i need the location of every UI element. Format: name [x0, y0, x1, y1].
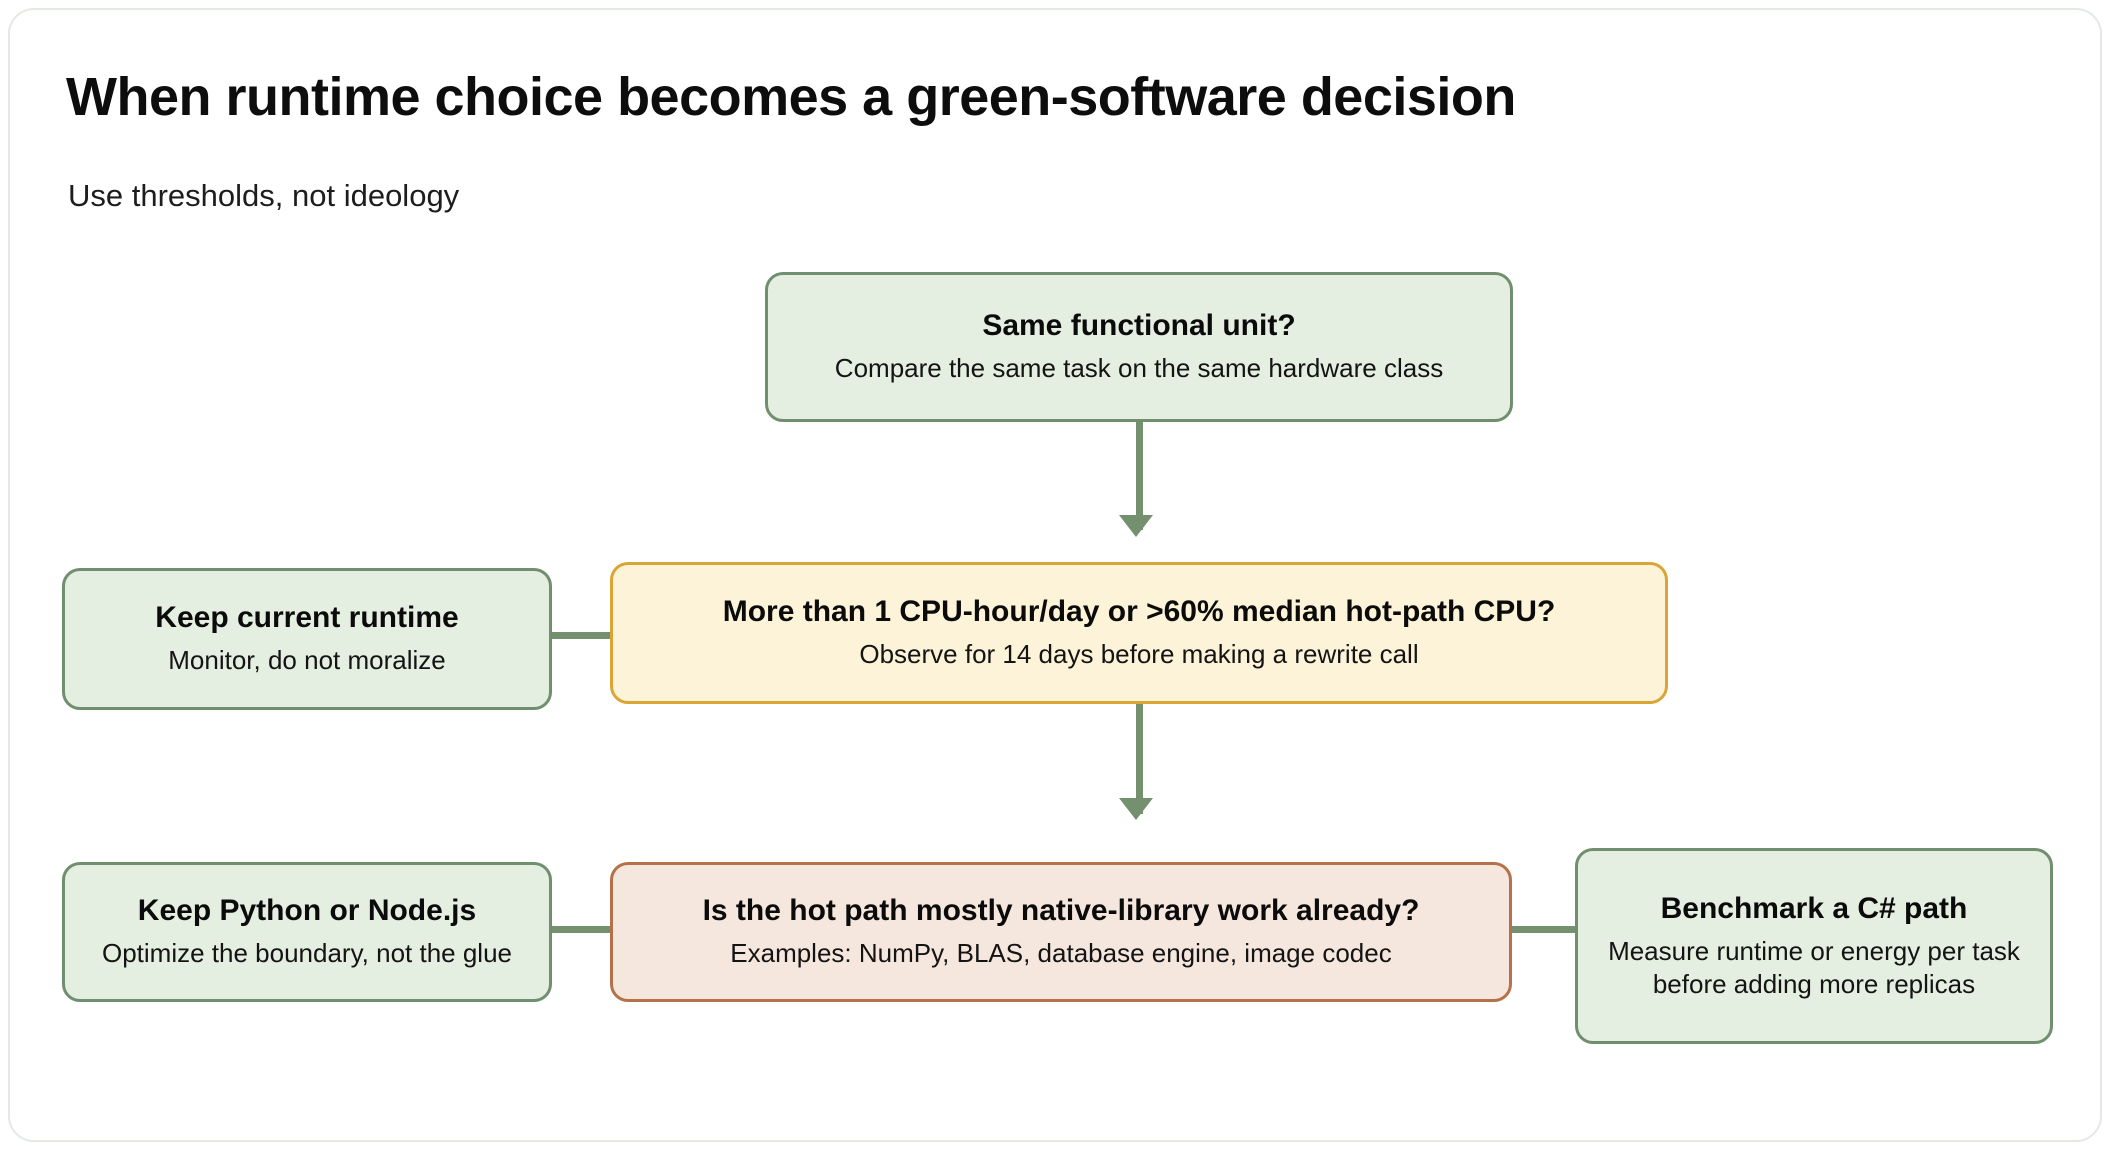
- edge-native-lib-to-keep-python-line: [552, 926, 613, 933]
- node-subtitle: Observe for 14 days before making a rewr…: [859, 639, 1419, 670]
- edge-same-unit-to-threshold-arrowhead: [1119, 515, 1153, 537]
- edge-native-lib-to-benchmark-line: [1509, 926, 1578, 933]
- edge-threshold-to-native-lib-arrowhead: [1119, 798, 1153, 820]
- edge-same-unit-to-threshold-line: [1136, 422, 1143, 530]
- node-benchmark-csharp-path[interactable]: Benchmark a C# path Measure runtime or e…: [1575, 848, 2053, 1044]
- node-subtitle: Measure runtime or energy per task befor…: [1608, 935, 2020, 999]
- node-subtitle: Compare the same task on the same hardwa…: [834, 353, 1444, 384]
- node-title: Benchmark a C# path: [1660, 891, 1968, 925]
- node-subtitle: Optimize the boundary, not the glue: [102, 938, 512, 969]
- page-title: When runtime choice becomes a green-soft…: [66, 67, 1516, 127]
- node-title: Keep current runtime: [155, 601, 459, 635]
- flowchart-canvas: Same functional unit? Compare the same t…: [10, 10, 2100, 1140]
- diagram-card: When runtime choice becomes a green-soft…: [8, 8, 2102, 1142]
- node-cpu-threshold[interactable]: More than 1 CPU-hour/day or >60% median …: [610, 562, 1668, 704]
- node-keep-python-or-nodejs[interactable]: Keep Python or Node.js Optimize the boun…: [62, 862, 552, 1002]
- node-subtitle: Examples: NumPy, BLAS, database engine, …: [730, 938, 1392, 969]
- edge-threshold-to-keep-runtime-line: [552, 632, 613, 639]
- edge-threshold-to-native-lib-line: [1136, 704, 1143, 814]
- node-title: Keep Python or Node.js: [137, 894, 477, 928]
- node-keep-current-runtime[interactable]: Keep current runtime Monitor, do not mor…: [62, 568, 552, 710]
- node-title: Same functional unit?: [982, 309, 1296, 343]
- page-subtitle: Use thresholds, not ideology: [68, 178, 460, 213]
- node-native-library-hot-path[interactable]: Is the hot path mostly native-library wo…: [610, 862, 1512, 1002]
- node-subtitle: Monitor, do not moralize: [168, 645, 446, 676]
- node-same-functional-unit[interactable]: Same functional unit? Compare the same t…: [765, 272, 1513, 422]
- node-title: More than 1 CPU-hour/day or >60% median …: [722, 595, 1556, 629]
- node-title: Is the hot path mostly native-library wo…: [702, 894, 1420, 928]
